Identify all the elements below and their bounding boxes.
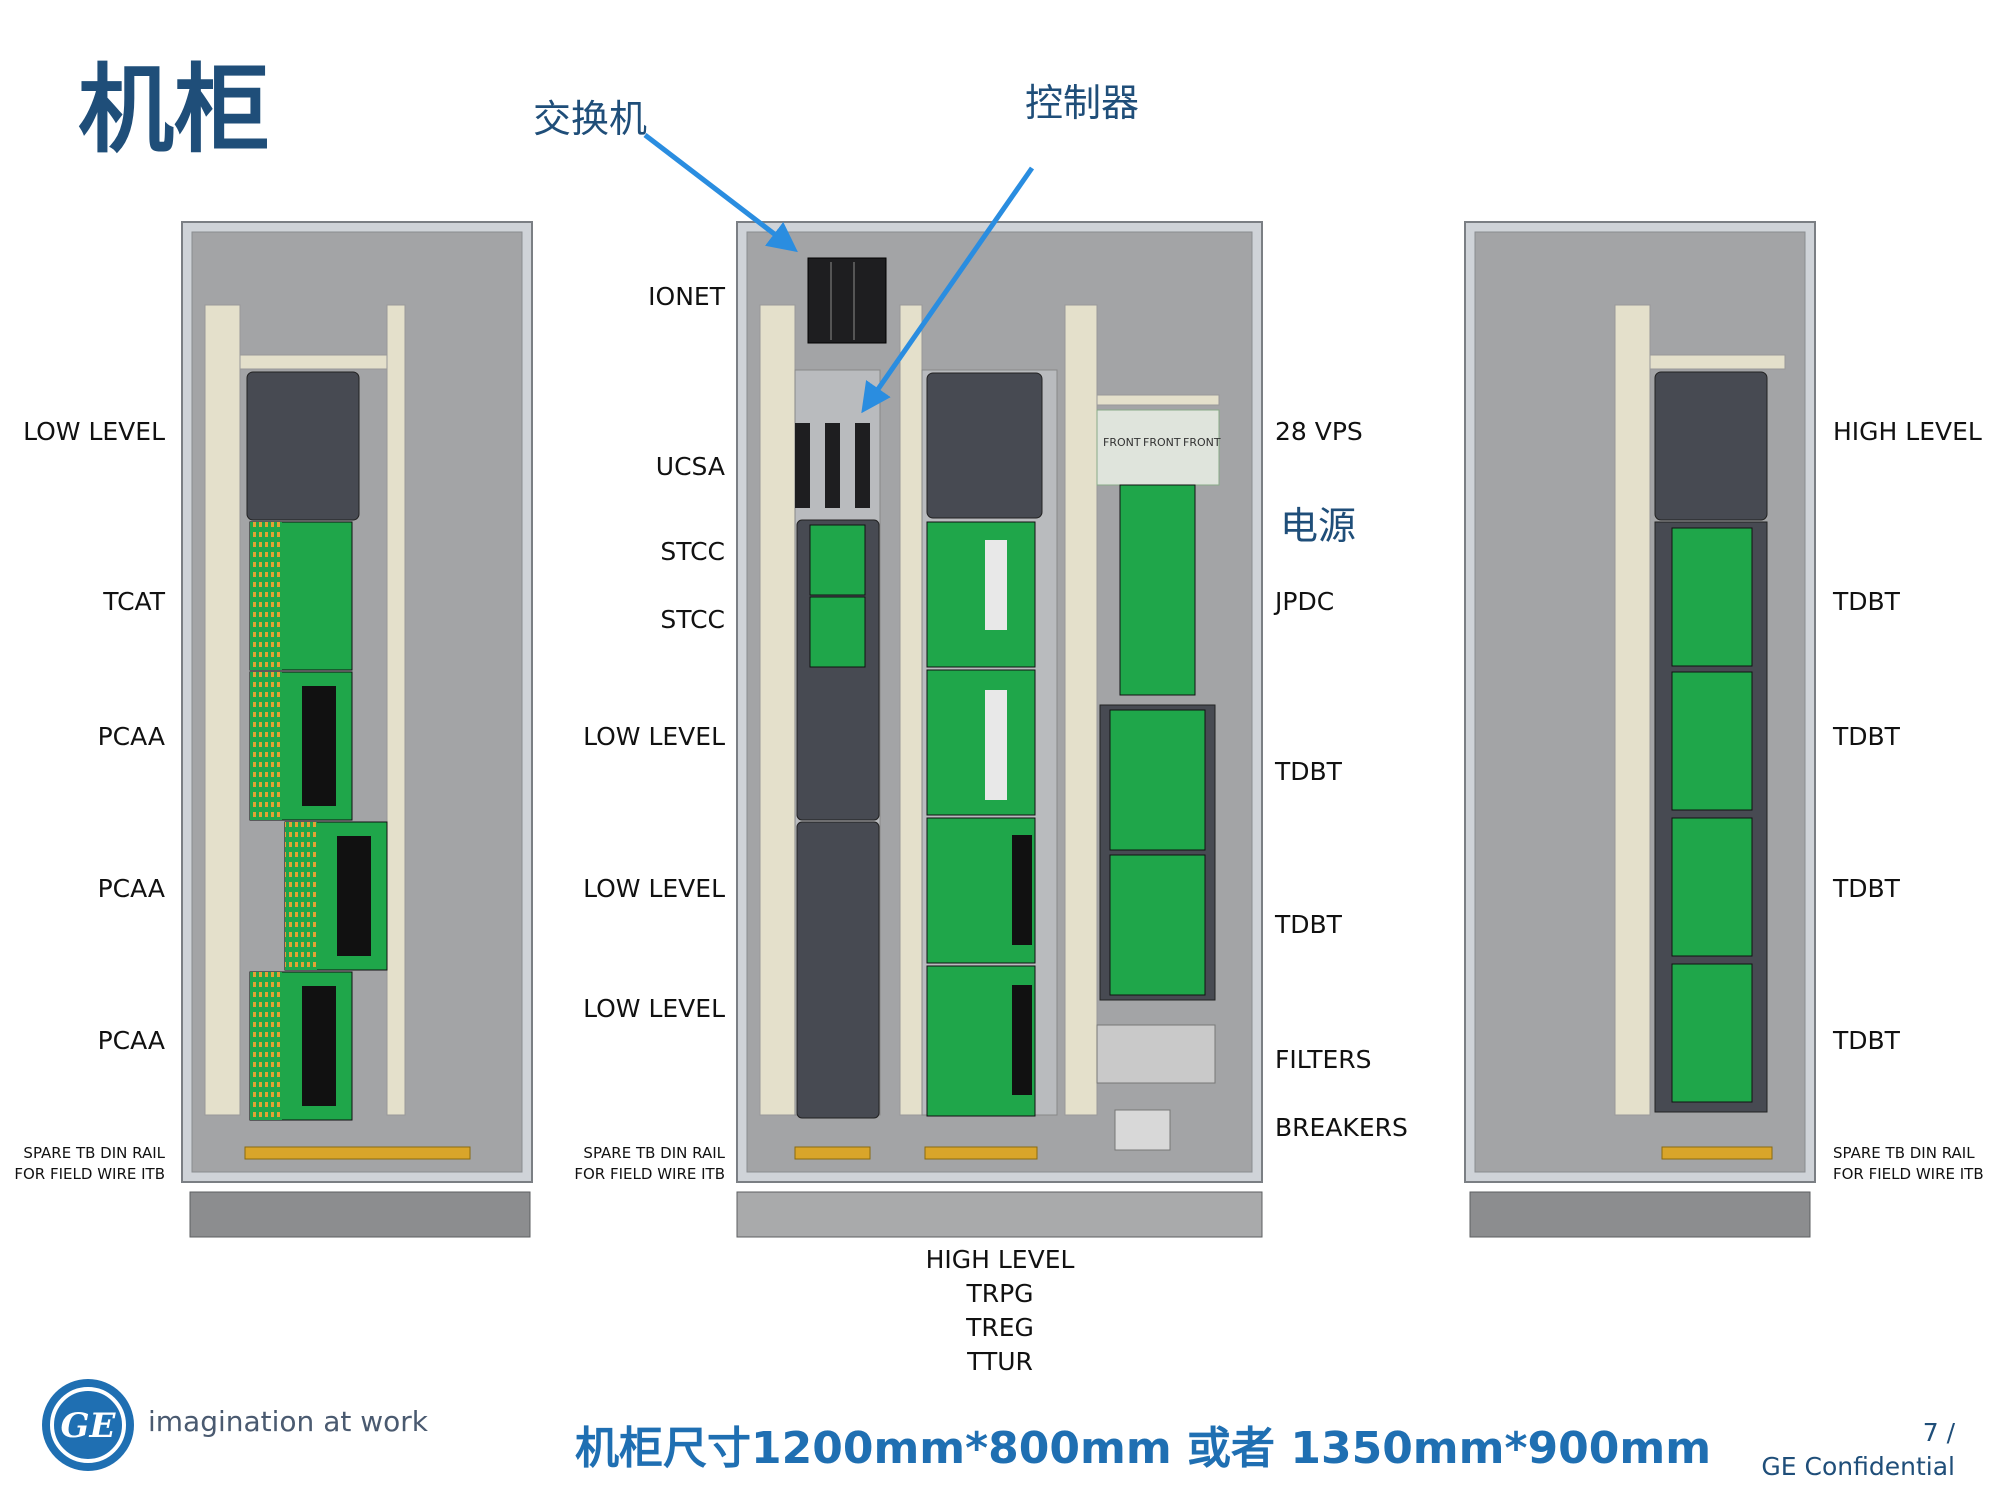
left-label-pcaa-2: PCAA xyxy=(97,874,165,903)
tagline: imagination at work xyxy=(148,1405,428,1438)
bottom-label-ttur: TTUR xyxy=(967,1347,1033,1376)
right-cabinet xyxy=(1464,221,1816,1238)
center-label-tdbt-2: TDBT xyxy=(1275,910,1342,939)
center-label-28vps: 28 VPS xyxy=(1275,417,1363,446)
right-label-high-level: HIGH LEVEL xyxy=(1833,417,1982,446)
left-cabinet xyxy=(181,221,533,1238)
left-spare-line-1: SPARE TB DIN RAIL xyxy=(23,1144,165,1162)
switch-callout: 交换机 xyxy=(533,97,648,141)
front-tag: FRONT xyxy=(1103,436,1141,449)
left-spare-line-2: FOR FIELD WIRE ITB xyxy=(14,1165,165,1183)
switch-arrow xyxy=(643,133,798,253)
center-label-filters: FILTERS xyxy=(1275,1045,1372,1074)
center-cabinet xyxy=(736,221,1263,1238)
page-number: 7 / xyxy=(1922,1418,1955,1447)
center-label-ionet: IONET xyxy=(648,282,725,311)
center-bottom-labels: HIGH LEVEL TRPG TREG TTUR xyxy=(860,1243,1140,1379)
controller-arrow xyxy=(861,166,1035,414)
center-label-breakers: BREAKERS xyxy=(1275,1113,1408,1142)
left-label-tcat: TCAT xyxy=(103,587,165,616)
center-spare-line-2: FOR FIELD WIRE ITB xyxy=(574,1165,725,1183)
bottom-label-high-level: HIGH LEVEL xyxy=(925,1245,1075,1274)
left-label-pcaa-3: PCAA xyxy=(97,1026,165,1055)
ge-logo: GE xyxy=(42,1379,134,1471)
page-title: 机柜 xyxy=(78,53,270,166)
center-label-low-level-2: LOW LEVEL xyxy=(583,874,725,903)
center-label-low-level-3: LOW LEVEL xyxy=(583,994,725,1023)
cabinet-dimensions: 机柜尺寸1200mm*800mm 或者 1350mm*900mm xyxy=(575,1423,1712,1474)
right-spare-line-1: SPARE TB DIN RAIL xyxy=(1833,1144,1975,1162)
center-label-ucsa: UCSA xyxy=(655,452,725,481)
center-label-low-level-1: LOW LEVEL xyxy=(583,722,725,751)
left-label-low-level: LOW LEVEL xyxy=(23,417,165,446)
bottom-label-trpg: TRPG xyxy=(966,1279,1034,1308)
front-tag: FRONT xyxy=(1183,436,1221,449)
right-label-tdbt-1: TDBT xyxy=(1833,587,1900,616)
confidential-label: GE Confidential xyxy=(1761,1452,1955,1481)
bottom-label-treg: TREG xyxy=(966,1313,1034,1342)
left-label-pcaa-1: PCAA xyxy=(97,722,165,751)
center-label-stcc-1: STCC xyxy=(660,537,725,566)
center-label-stcc-2: STCC xyxy=(660,605,725,634)
center-label-jpdc: JPDC xyxy=(1275,587,1335,616)
right-label-tdbt-3: TDBT xyxy=(1833,874,1900,903)
center-spare-line-1: SPARE TB DIN RAIL xyxy=(583,1144,725,1162)
controller-callout: 控制器 xyxy=(1025,81,1140,125)
power-callout: 电源 xyxy=(1280,504,1357,548)
center-label-tdbt-1: TDBT xyxy=(1275,757,1342,786)
right-spare-line-2: FOR FIELD WIRE ITB xyxy=(1833,1165,1984,1183)
right-label-tdbt-4: TDBT xyxy=(1833,1026,1900,1055)
right-label-tdbt-2: TDBT xyxy=(1833,722,1900,751)
svg-text:GE: GE xyxy=(61,1406,117,1446)
front-tag: FRONT xyxy=(1143,436,1181,449)
